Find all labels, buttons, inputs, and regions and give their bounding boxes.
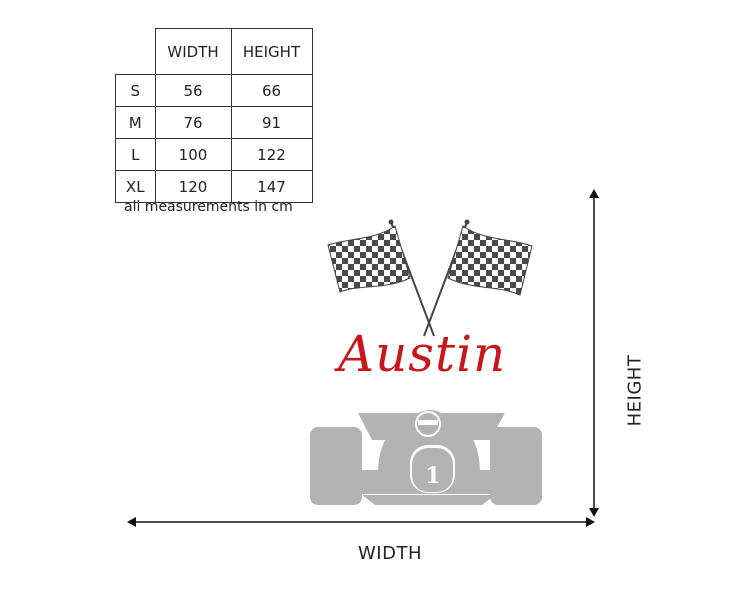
checkered-flag-left-icon xyxy=(327,225,411,293)
height-cell: 147 xyxy=(230,170,313,203)
measurement-note: all measurements in cm xyxy=(124,199,293,215)
height-cell: 122 xyxy=(230,138,313,171)
size-cell: L xyxy=(115,138,156,171)
size-cell: XL xyxy=(115,170,156,203)
size-cell: M xyxy=(115,106,156,139)
table-row: M 76 91 xyxy=(115,106,313,139)
header-empty-cell xyxy=(115,28,156,75)
table-row: S 56 66 xyxy=(115,74,313,107)
header-height: HEIGHT xyxy=(230,28,313,75)
size-table: WIDTH HEIGHT S 56 66 M 76 91 L 100 122 X… xyxy=(115,28,313,203)
height-arrow xyxy=(589,189,599,517)
table-row: L 100 122 xyxy=(115,138,313,171)
width-cell: 56 xyxy=(154,74,232,107)
height-label: HEIGHT xyxy=(624,354,646,427)
height-cell: 66 xyxy=(230,74,313,107)
width-label: WIDTH xyxy=(358,543,422,564)
race-car-icon xyxy=(310,410,542,505)
table-row: XL 120 147 xyxy=(115,170,313,203)
width-arrow xyxy=(127,517,595,527)
table-header-row: WIDTH HEIGHT xyxy=(115,28,313,75)
personalized-name: Austin xyxy=(338,325,507,383)
width-cell: 100 xyxy=(154,138,232,171)
height-cell: 91 xyxy=(230,106,313,139)
checkered-flag-right-icon xyxy=(447,225,533,296)
car-number: 1 xyxy=(425,463,440,489)
width-cell: 120 xyxy=(154,170,232,203)
